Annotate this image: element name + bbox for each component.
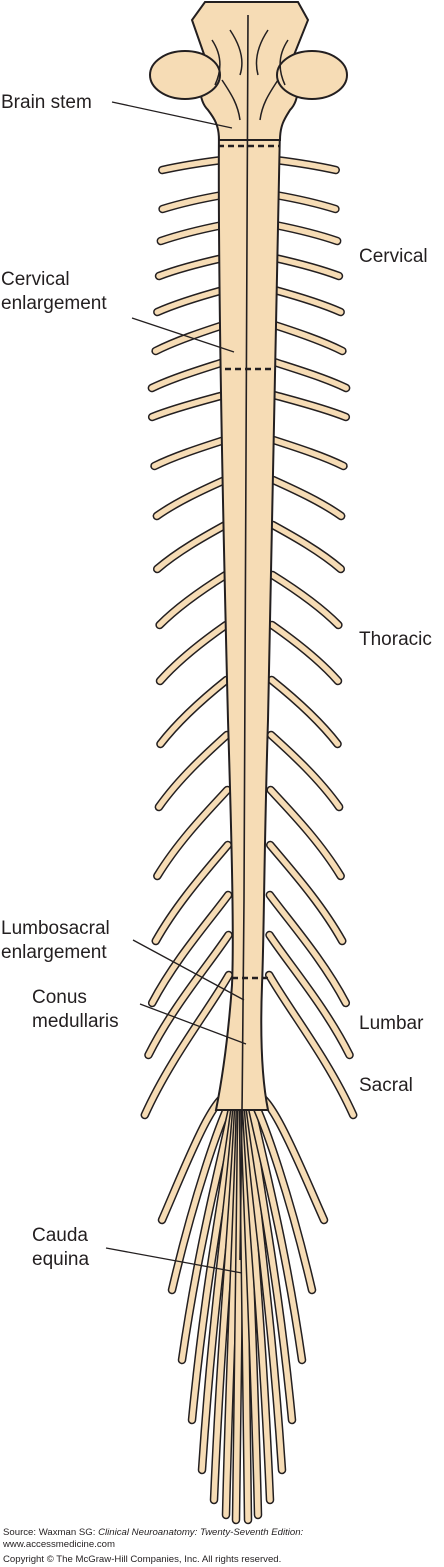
cervical-enlargement-label-line2: enlargement — [1, 293, 107, 314]
source-prefix: Source: Waxman SG: — [3, 1527, 99, 1538]
right-cerebellar-lobe — [276, 50, 348, 100]
cauda-equina-label-line1: Cauda — [32, 1225, 88, 1246]
spinal-nerve-right-17 — [267, 842, 345, 944]
spinal-nerve-right-19 — [266, 932, 353, 1058]
cauda-equina-label-line2: equina — [32, 1249, 90, 1270]
brain-stem-leader — [111, 101, 233, 129]
spinal-nerve-left-7 — [149, 359, 227, 391]
spinal-nerve-right-1 — [272, 157, 339, 173]
spinal-nerve-right-18 — [267, 892, 349, 1006]
spinal-nerve-left-18 — [149, 892, 231, 1006]
spinal-nerve-left-11 — [154, 522, 228, 572]
spinal-nerve-right-6 — [271, 322, 346, 354]
spinal-nerve-left-8 — [149, 392, 227, 420]
cervical-enlargement-leader — [131, 317, 235, 353]
cauda-root-13 — [245, 1092, 295, 1423]
spinal-nerve-right-4 — [272, 255, 342, 279]
spinal-nerve-left-12 — [156, 572, 229, 628]
copyright-notice: Copyright © The McGraw-Hill Companies, I… — [3, 1554, 282, 1565]
spinal-nerve-left-2 — [159, 192, 226, 212]
spinal-nerve-right-7 — [271, 359, 349, 391]
spinal-nerve-right-13 — [269, 622, 341, 684]
spinal-nerve-left-17 — [153, 842, 231, 944]
spinal-nerve-left-9 — [151, 437, 228, 469]
brainstem-folds — [211, 29, 289, 121]
spinal-nerve-right-8 — [271, 392, 349, 420]
lumbosacral-enlargement-label-line2: enlargement — [1, 942, 107, 963]
spinal-nerve-right-16 — [267, 787, 344, 879]
spinal-nerve-right-3 — [272, 222, 340, 244]
spinal-nerves — [140, 155, 358, 1120]
source-credit: Source: Waxman SG: Clinical Neuroanatomy… — [3, 1527, 303, 1538]
conus-medullaris-leader — [139, 1003, 247, 1045]
cauda-equina-leader — [105, 1247, 243, 1274]
spinal-nerve-left-15 — [156, 732, 230, 810]
lumbosacral-enlargement-label-line1: Lumbosacral — [1, 918, 110, 939]
spinal-nerve-left-3 — [158, 222, 226, 244]
thoracic-region-label: Thoracic — [359, 629, 432, 650]
segment-boundaries — [218, 144, 280, 980]
spinal-nerve-left-13 — [157, 622, 229, 684]
spinal-nerve-right-11 — [270, 522, 344, 572]
cervical-enlargement-label-line1: Cervical — [1, 269, 70, 290]
spinal-cord — [214, 127, 282, 1111]
spinal-nerve-right-20 — [266, 972, 356, 1118]
source-title: Clinical Neuroanatomy: Twenty-Seventh Ed… — [98, 1527, 304, 1538]
brain-stem-label: Brain stem — [1, 92, 92, 113]
spinal-nerve-left-19 — [145, 932, 232, 1058]
left-cerebellar-lobe — [149, 50, 221, 100]
conus-medullaris-label-line2: medullaris — [32, 1011, 119, 1032]
spinal-nerve-left-1 — [159, 157, 226, 173]
spinal-nerve-right-12 — [269, 572, 342, 628]
median-fissure — [239, 14, 249, 1261]
spinal-nerve-left-10 — [154, 477, 228, 519]
spinal-nerve-left-4 — [156, 255, 226, 279]
spinal-nerve-right-9 — [270, 437, 347, 469]
spinal-nerve-left-14 — [157, 677, 230, 747]
spinal-nerve-right-10 — [270, 477, 344, 519]
lumbar-region-label: Lumbar — [359, 1013, 424, 1034]
spinal-nerve-right-14 — [268, 677, 341, 747]
cauda-root-14 — [246, 1092, 305, 1363]
spinal-nerve-right-2 — [272, 192, 339, 212]
lumbosacral-enlargement-leader — [132, 939, 245, 1001]
spinal-nerve-left-16 — [154, 787, 231, 879]
cervical-region-label: Cervical — [359, 246, 428, 267]
sacral-region-label: Sacral — [359, 1075, 413, 1096]
brain-stem — [149, 0, 348, 141]
source-website: www.accessmedicine.com — [3, 1539, 115, 1550]
leader-lines — [105, 101, 247, 1274]
spinal-nerve-right-5 — [271, 287, 344, 315]
spinal-nerve-left-6 — [152, 322, 227, 354]
conus-medullaris-label-line1: Conus — [32, 987, 87, 1008]
cauda-equina-roots — [157, 1090, 329, 1525]
spinal-nerve-right-15 — [268, 732, 342, 810]
spinal-nerve-left-5 — [154, 287, 227, 315]
